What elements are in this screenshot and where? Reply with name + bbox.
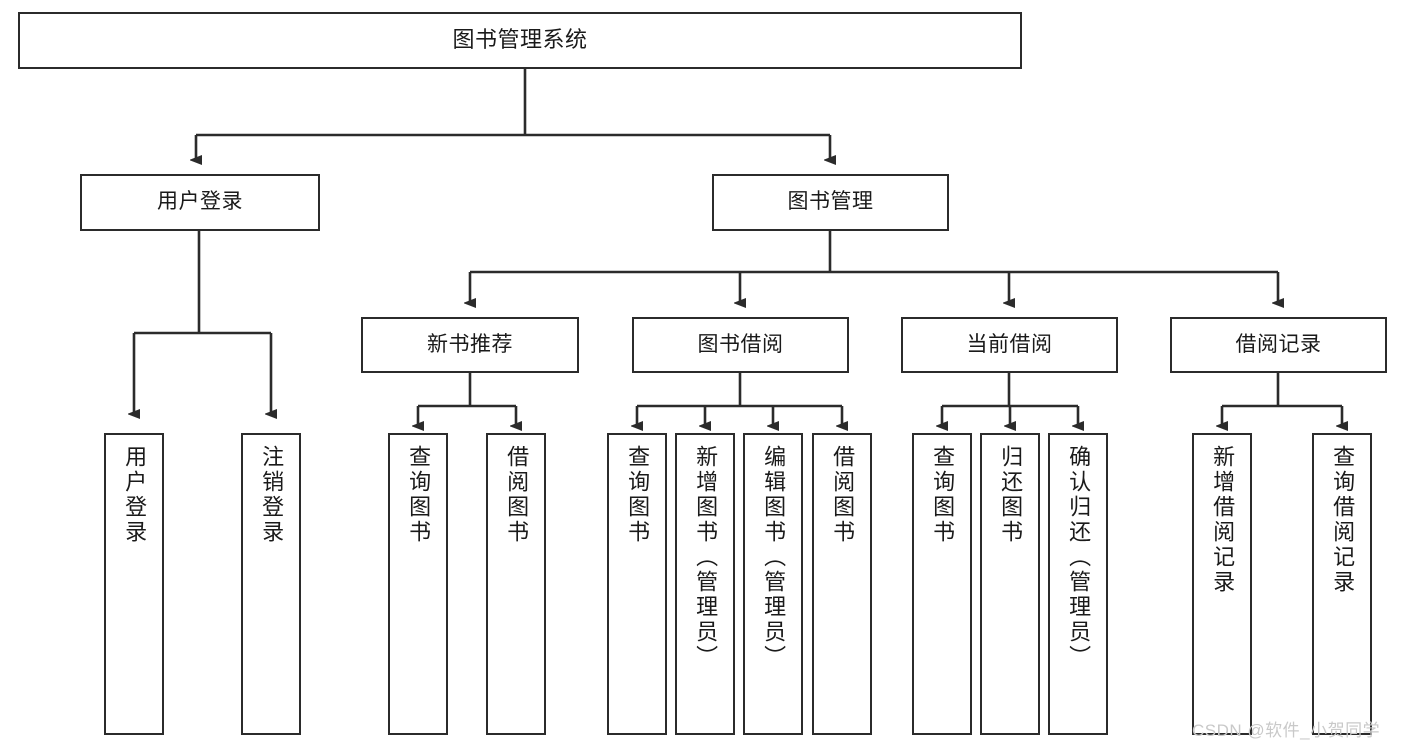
node-book-borrow[interactable]: 图书借阅 bbox=[632, 317, 849, 373]
node-root-label: 图书管理系统 bbox=[452, 27, 588, 53]
node-leaf-query-book-2-label: 查询图书 bbox=[625, 445, 651, 545]
node-leaf-user-login[interactable]: 用户登录 bbox=[104, 433, 164, 735]
node-leaf-add-book[interactable]: 新增图书（管理员） bbox=[675, 433, 735, 735]
node-borrow-record[interactable]: 借阅记录 bbox=[1170, 317, 1387, 373]
node-leaf-query-book-3-label: 查询图书 bbox=[930, 445, 956, 545]
node-leaf-logout[interactable]: 注销登录 bbox=[241, 433, 301, 735]
node-leaf-user-login-label: 用户登录 bbox=[122, 445, 148, 545]
node-leaf-confirm-return-label: 确认归还（管理员） bbox=[1066, 445, 1092, 670]
node-leaf-borrow-book-1[interactable]: 借阅图书 bbox=[486, 433, 546, 735]
node-leaf-return-book[interactable]: 归还图书 bbox=[980, 433, 1040, 735]
node-leaf-add-record-label: 新增借阅记录 bbox=[1210, 445, 1236, 595]
node-leaf-borrow-book-1-label: 借阅图书 bbox=[504, 445, 530, 545]
node-leaf-logout-label: 注销登录 bbox=[259, 445, 285, 545]
node-new-book-recommendation-label: 新书推荐 bbox=[427, 332, 513, 356]
node-book-borrow-label: 图书借阅 bbox=[697, 332, 784, 356]
watermark: CSDN @软件_小贺同学 bbox=[1192, 721, 1381, 740]
node-leaf-query-book-3[interactable]: 查询图书 bbox=[912, 433, 972, 735]
node-leaf-query-record-label: 查询借阅记录 bbox=[1330, 445, 1356, 595]
node-leaf-query-book-1[interactable]: 查询图书 bbox=[388, 433, 448, 735]
node-leaf-edit-book-label: 编辑图书（管理员） bbox=[761, 445, 787, 670]
node-leaf-borrow-book-2[interactable]: 借阅图书 bbox=[812, 433, 872, 735]
node-leaf-return-book-label: 归还图书 bbox=[998, 445, 1024, 545]
node-borrow-record-label: 借阅记录 bbox=[1235, 332, 1322, 356]
node-book-manage[interactable]: 图书管理 bbox=[712, 174, 949, 231]
node-new-book-recommendation[interactable]: 新书推荐 bbox=[361, 317, 579, 373]
node-root[interactable]: 图书管理系统 bbox=[18, 12, 1022, 69]
node-leaf-borrow-book-2-label: 借阅图书 bbox=[830, 445, 856, 545]
node-leaf-confirm-return[interactable]: 确认归还（管理员） bbox=[1048, 433, 1108, 735]
node-book-manage-label: 图书管理 bbox=[787, 190, 874, 214]
node-leaf-edit-book[interactable]: 编辑图书（管理员） bbox=[743, 433, 803, 735]
node-current-borrow-label: 当前借阅 bbox=[966, 332, 1053, 356]
node-user-login[interactable]: 用户登录 bbox=[80, 174, 320, 231]
node-leaf-add-record[interactable]: 新增借阅记录 bbox=[1192, 433, 1252, 735]
node-current-borrow[interactable]: 当前借阅 bbox=[901, 317, 1118, 373]
node-leaf-query-book-1-label: 查询图书 bbox=[406, 445, 432, 545]
node-user-login-label: 用户登录 bbox=[157, 190, 243, 214]
node-leaf-add-book-label: 新增图书（管理员） bbox=[693, 445, 719, 670]
node-leaf-query-record[interactable]: 查询借阅记录 bbox=[1312, 433, 1372, 735]
node-leaf-query-book-2[interactable]: 查询图书 bbox=[607, 433, 667, 735]
